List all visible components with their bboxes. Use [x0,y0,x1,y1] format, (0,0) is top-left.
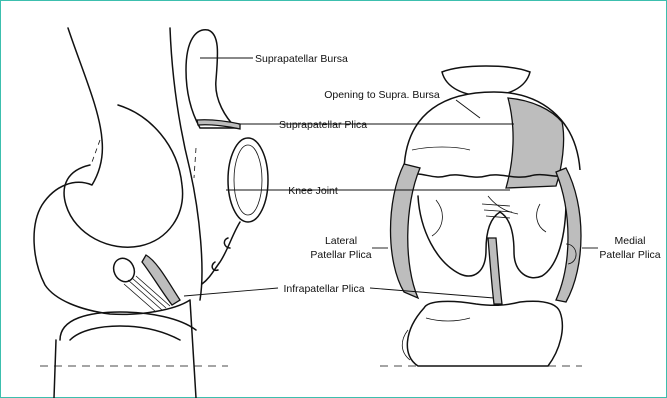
tibia-inner [70,326,180,340]
front-view-knee [380,66,582,366]
medial-plica-band [556,168,581,302]
lateral-plica-band [391,164,421,298]
tibia-shaft-left [54,340,56,398]
side-view-knee [34,28,268,398]
label-lateral-line1: Lateral [325,235,357,247]
label-lateral-line2: Patellar Plica [310,249,371,261]
meniscus [110,255,138,285]
label-infrapatellar-plica: Infrapatellar Plica [283,283,364,295]
femur-outline [34,28,196,398]
condyle-dash-1 [92,140,100,162]
label-suprapatellar-plica: Suprapatellar Plica [279,119,367,131]
label-knee-joint: Knee Joint [288,185,338,197]
infrapatellar-plica-front [488,238,502,304]
label-opening-supra-bursa: Opening to Supra. Bursa [324,89,440,101]
tibia-front [407,301,562,366]
label-medial-line2: Patellar Plica [599,249,660,261]
fat-pad-outline [202,222,240,284]
condyle-curve [64,105,182,247]
suprapatellar-bursa-pouch [186,30,236,128]
condyle-dash-2 [194,148,196,178]
leader-infrapatellar-right [370,288,494,298]
label-suprapatellar-bursa: Suprapatellar Bursa [255,53,348,65]
leader-infrapatellar-left [184,288,278,296]
label-medial-line1: Medial [615,235,646,247]
